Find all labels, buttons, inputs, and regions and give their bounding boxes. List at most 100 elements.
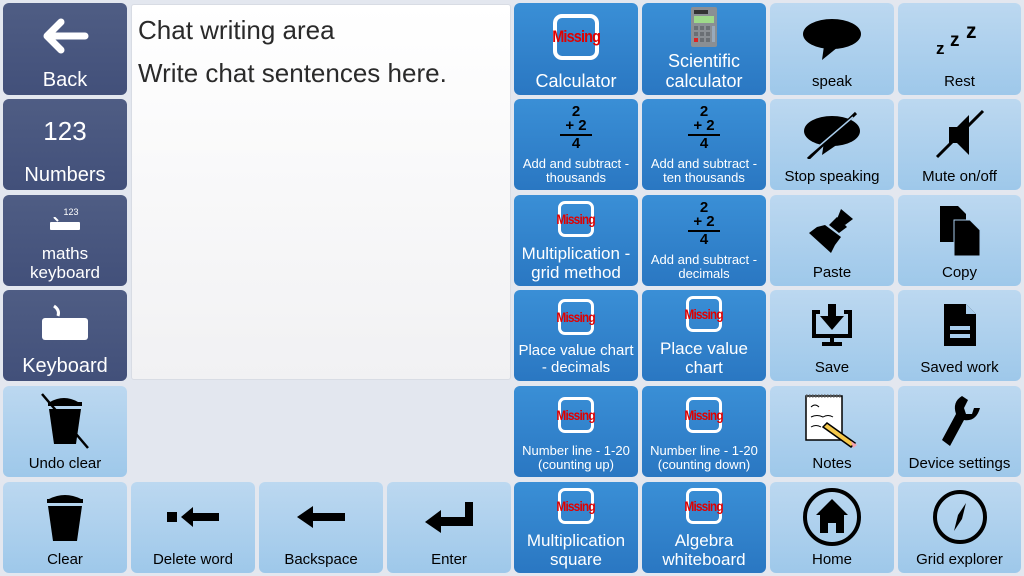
backspace-label: Backspace bbox=[284, 551, 358, 569]
maths-keyboard-icon-text: 123 bbox=[63, 207, 79, 218]
sum-icon-b: + 2 bbox=[565, 116, 587, 134]
svg-text:z: z bbox=[950, 30, 960, 51]
missing-text: Missing bbox=[556, 406, 596, 423]
speak-label: speak bbox=[811, 73, 853, 91]
backspace-icon bbox=[259, 482, 383, 552]
arrow-left-icon bbox=[3, 3, 127, 69]
clear-label: Clear bbox=[47, 551, 83, 569]
notes-button[interactable]: Notes bbox=[770, 386, 894, 477]
calculator-label: Calculator bbox=[535, 70, 617, 91]
svg-text:z: z bbox=[936, 39, 945, 56]
saved-work-button[interactable]: Saved work bbox=[898, 290, 1021, 381]
multiplication-square-button[interactable]: Missing Multiplication square bbox=[514, 482, 638, 573]
missing-text: Missing bbox=[552, 26, 601, 46]
number-line-down-label: Number line - 1-20 (counting down) bbox=[650, 442, 758, 473]
stop-speaking-label: Stop speaking bbox=[784, 168, 880, 186]
sum-icon-result: 4 bbox=[699, 134, 709, 152]
paste-button[interactable]: Paste bbox=[770, 195, 894, 286]
missing-image-icon: Missing bbox=[556, 396, 596, 433]
sum-icon-result: 4 bbox=[571, 134, 581, 152]
trash-icon bbox=[3, 482, 127, 552]
mute-icon bbox=[898, 99, 1021, 169]
device-settings-label: Device settings bbox=[908, 455, 1011, 473]
missing-image-icon: Missing bbox=[685, 396, 724, 433]
delete-word-icon bbox=[131, 482, 255, 552]
calculator-icon bbox=[642, 3, 766, 51]
device-settings-button[interactable]: Device settings bbox=[898, 386, 1021, 477]
missing-text: Missing bbox=[556, 211, 596, 228]
place-value-decimals-label: Place value chart - decimals bbox=[518, 342, 634, 377]
multiplication-square-label: Multiplication square bbox=[526, 530, 626, 569]
mute-label: Mute on/off bbox=[922, 168, 997, 186]
place-value-decimals-button[interactable]: Missing Place value chart - decimals bbox=[514, 290, 638, 381]
grid-explorer-button[interactable]: Grid explorer bbox=[898, 482, 1021, 573]
compass-icon bbox=[898, 482, 1021, 552]
backspace-button[interactable]: Backspace bbox=[259, 482, 383, 573]
sum-icon-a: 2 bbox=[571, 102, 581, 120]
algebra-whiteboard-button[interactable]: Missing Algebra whiteboard bbox=[642, 482, 766, 573]
sum-icon-a: 2 bbox=[699, 102, 709, 120]
maths-keyboard-button[interactable]: 123 maths keyboard bbox=[3, 195, 127, 286]
home-button[interactable]: Home bbox=[770, 482, 894, 573]
enter-button[interactable]: Enter bbox=[387, 482, 511, 573]
copy-button[interactable]: Copy bbox=[898, 195, 1021, 286]
keyboard-button[interactable]: Keyboard bbox=[3, 290, 127, 381]
scientific-calculator-button[interactable]: Scientific calculator bbox=[642, 3, 766, 95]
calculator-button[interactable]: Missing Calculator bbox=[514, 3, 638, 95]
algebra-whiteboard-label: Algebra whiteboard bbox=[662, 530, 746, 569]
saved-work-label: Saved work bbox=[920, 359, 999, 377]
missing-image-icon: Missing bbox=[685, 488, 724, 525]
copy-icon bbox=[898, 195, 1021, 265]
missing-image-icon: Missing bbox=[552, 13, 601, 60]
home-label: Home bbox=[811, 551, 852, 569]
notepad-pencil-icon bbox=[770, 386, 894, 456]
svg-text:z: z bbox=[966, 22, 977, 43]
save-button[interactable]: Save bbox=[770, 290, 894, 381]
back-button[interactable]: Back bbox=[3, 3, 127, 95]
speech-bubble-icon bbox=[770, 3, 894, 74]
sum-icon-a: 2 bbox=[699, 198, 709, 216]
sum-icon-result: 4 bbox=[699, 230, 709, 248]
scientific-calculator-label: Scientific calculator bbox=[665, 50, 743, 91]
undo-clear-label: Undo clear bbox=[28, 455, 102, 473]
copy-label: Copy bbox=[941, 264, 978, 282]
delete-word-button[interactable]: Delete word bbox=[131, 482, 255, 573]
wrench-icon bbox=[898, 386, 1021, 456]
paste-label: Paste bbox=[812, 264, 852, 282]
numbers-button[interactable]: 123 Numbers bbox=[3, 99, 127, 190]
back-label: Back bbox=[42, 68, 88, 91]
place-value-chart-button[interactable]: Missing Place value chart bbox=[642, 290, 766, 381]
missing-image-icon: Missing bbox=[557, 488, 596, 525]
chat-writing-area[interactable]: Chat writing area Write chat sentences h… bbox=[131, 4, 511, 380]
rest-label: Rest bbox=[944, 73, 975, 91]
chat-title: Chat writing area bbox=[138, 15, 335, 45]
add-subtract-decimals-label: Add and subtract - decimals bbox=[650, 251, 758, 282]
multiplication-grid-label: Multiplication - grid method bbox=[521, 243, 631, 282]
mute-button[interactable]: Mute on/off bbox=[898, 99, 1021, 190]
multiplication-grid-button[interactable]: Missing Multiplication - grid method bbox=[514, 195, 638, 286]
undo-clear-button[interactable]: Undo clear bbox=[3, 386, 127, 477]
keyboard-label: Keyboard bbox=[22, 354, 108, 377]
home-icon bbox=[770, 482, 894, 552]
number-line-up-button[interactable]: Missing Number line - 1-20 (counting up) bbox=[514, 386, 638, 477]
clear-button[interactable]: Clear bbox=[3, 482, 127, 573]
add-subtract-thousands-label: Add and subtract - thousands bbox=[522, 155, 630, 186]
undo-clear-icon bbox=[3, 386, 127, 456]
speak-button[interactable]: speak bbox=[770, 3, 894, 95]
place-value-chart-label: Place value chart bbox=[660, 338, 748, 377]
save-label: Save bbox=[814, 359, 850, 377]
number-line-down-button[interactable]: Missing Number line - 1-20 (counting dow… bbox=[642, 386, 766, 477]
sum-icon-b: + 2 bbox=[693, 212, 715, 230]
stop-speaking-icon bbox=[770, 99, 894, 169]
enter-label: Enter bbox=[431, 551, 467, 569]
stop-speaking-button[interactable]: Stop speaking bbox=[770, 99, 894, 190]
missing-image-icon: Missing bbox=[556, 201, 596, 238]
